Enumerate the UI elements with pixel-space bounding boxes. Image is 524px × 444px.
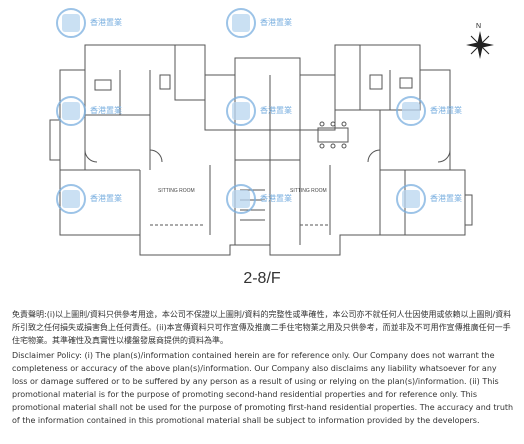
- watermark-text: 香港置業: [260, 194, 292, 203]
- watermark-text: 香港置業: [90, 18, 122, 27]
- watermark-logo-icon: [56, 184, 86, 214]
- watermark-text: 香港置業: [430, 106, 462, 115]
- floor-plan-area: SITTING ROOM SITTING ROOM N 香港置業 香港置業 香港…: [49, 8, 494, 256]
- watermark-text: 香港置業: [90, 194, 122, 203]
- disclaimer-chinese: 免責聲明:(i)以上圖則/資料只供參考用途，本公司不保證以上圖則/資料的完整性或…: [12, 310, 512, 345]
- watermark-logo-icon: [396, 96, 426, 126]
- watermark-logo-icon: [56, 8, 86, 38]
- compass-north-label: N: [476, 23, 481, 30]
- disclaimer-block: 免責聲明:(i)以上圖則/資料只供參考用途，本公司不保證以上圖則/資料的完整性或…: [12, 308, 514, 427]
- room-label-living-right: SITTING ROOM: [290, 188, 327, 194]
- floor-label: 2-8/F: [243, 270, 281, 287]
- watermark-logo-icon: [396, 184, 426, 214]
- watermark-logo-icon: [226, 8, 256, 38]
- watermark-text: 香港置業: [260, 18, 292, 27]
- floor-plan-drawing: SITTING ROOM SITTING ROOM N: [49, 23, 494, 256]
- room-label-living-left: SITTING ROOM: [158, 188, 195, 194]
- watermark-text: 香港置業: [260, 106, 292, 115]
- watermark-logo-icon: [226, 184, 256, 214]
- watermark-logo-icon: [56, 96, 86, 126]
- watermark-logo-icon: [226, 96, 256, 126]
- watermark-text: 香港置業: [430, 194, 462, 203]
- compass-icon: [466, 31, 494, 59]
- watermark-text: 香港置業: [90, 106, 122, 115]
- disclaimer-english: Disclaimer Policy: (i) The plan(s)/infor…: [12, 351, 514, 425]
